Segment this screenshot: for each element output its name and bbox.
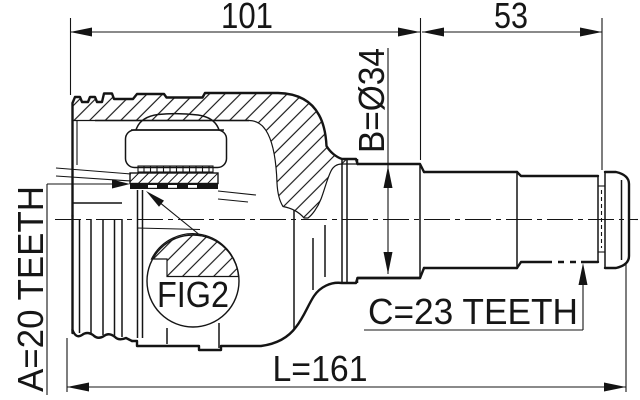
fig2-callout: FIG2 <box>146 191 240 328</box>
needle-bearing-ribs <box>137 165 214 173</box>
boot-bottom-edge <box>71 328 134 343</box>
label-a-spline: A=20 TEETH <box>10 179 130 395</box>
dim-101-label: 101 <box>221 0 273 36</box>
dim-101: 101 <box>69 0 422 160</box>
label-a-text: A=20 TEETH <box>10 186 51 392</box>
dim-l-label: L=161 <box>273 348 368 389</box>
cage-vertical-edges <box>136 190 220 348</box>
fig2-leader-arrowhead <box>146 191 164 207</box>
outer-spline-tooth-gaps <box>552 259 581 265</box>
boot-pleats <box>78 219 123 337</box>
housing-outline <box>71 91 359 218</box>
dim-b-label: B=Ø34 <box>351 48 392 153</box>
fig2-leader-line <box>160 203 202 237</box>
housing-section-hatch <box>71 92 359 219</box>
label-c-text: C=23 TEETH <box>368 291 578 332</box>
fig2-hatch-detail <box>150 233 240 278</box>
shaft <box>422 170 600 270</box>
dim-b-diameter: B=Ø34 <box>351 48 393 274</box>
dim-53-label: 53 <box>494 0 528 36</box>
boot-seat-collar <box>341 159 426 283</box>
roller-body <box>124 129 228 169</box>
dim-53: 53 <box>422 0 603 170</box>
housing-bottom-outline <box>130 276 422 352</box>
race-edge-lines <box>55 167 257 231</box>
snap-ring-groove <box>597 172 606 268</box>
label-c-spline: C=23 TEETH <box>364 263 588 332</box>
ball-dome <box>135 112 220 131</box>
fig2-label: FIG2 <box>157 274 229 315</box>
bell-inner-wall-lines <box>293 210 326 329</box>
spline-teeth-gaps <box>148 185 197 188</box>
dim-overall-length: L=161 <box>66 264 627 392</box>
inner-spline-block <box>129 172 219 185</box>
shaft-end-cap <box>603 170 631 270</box>
